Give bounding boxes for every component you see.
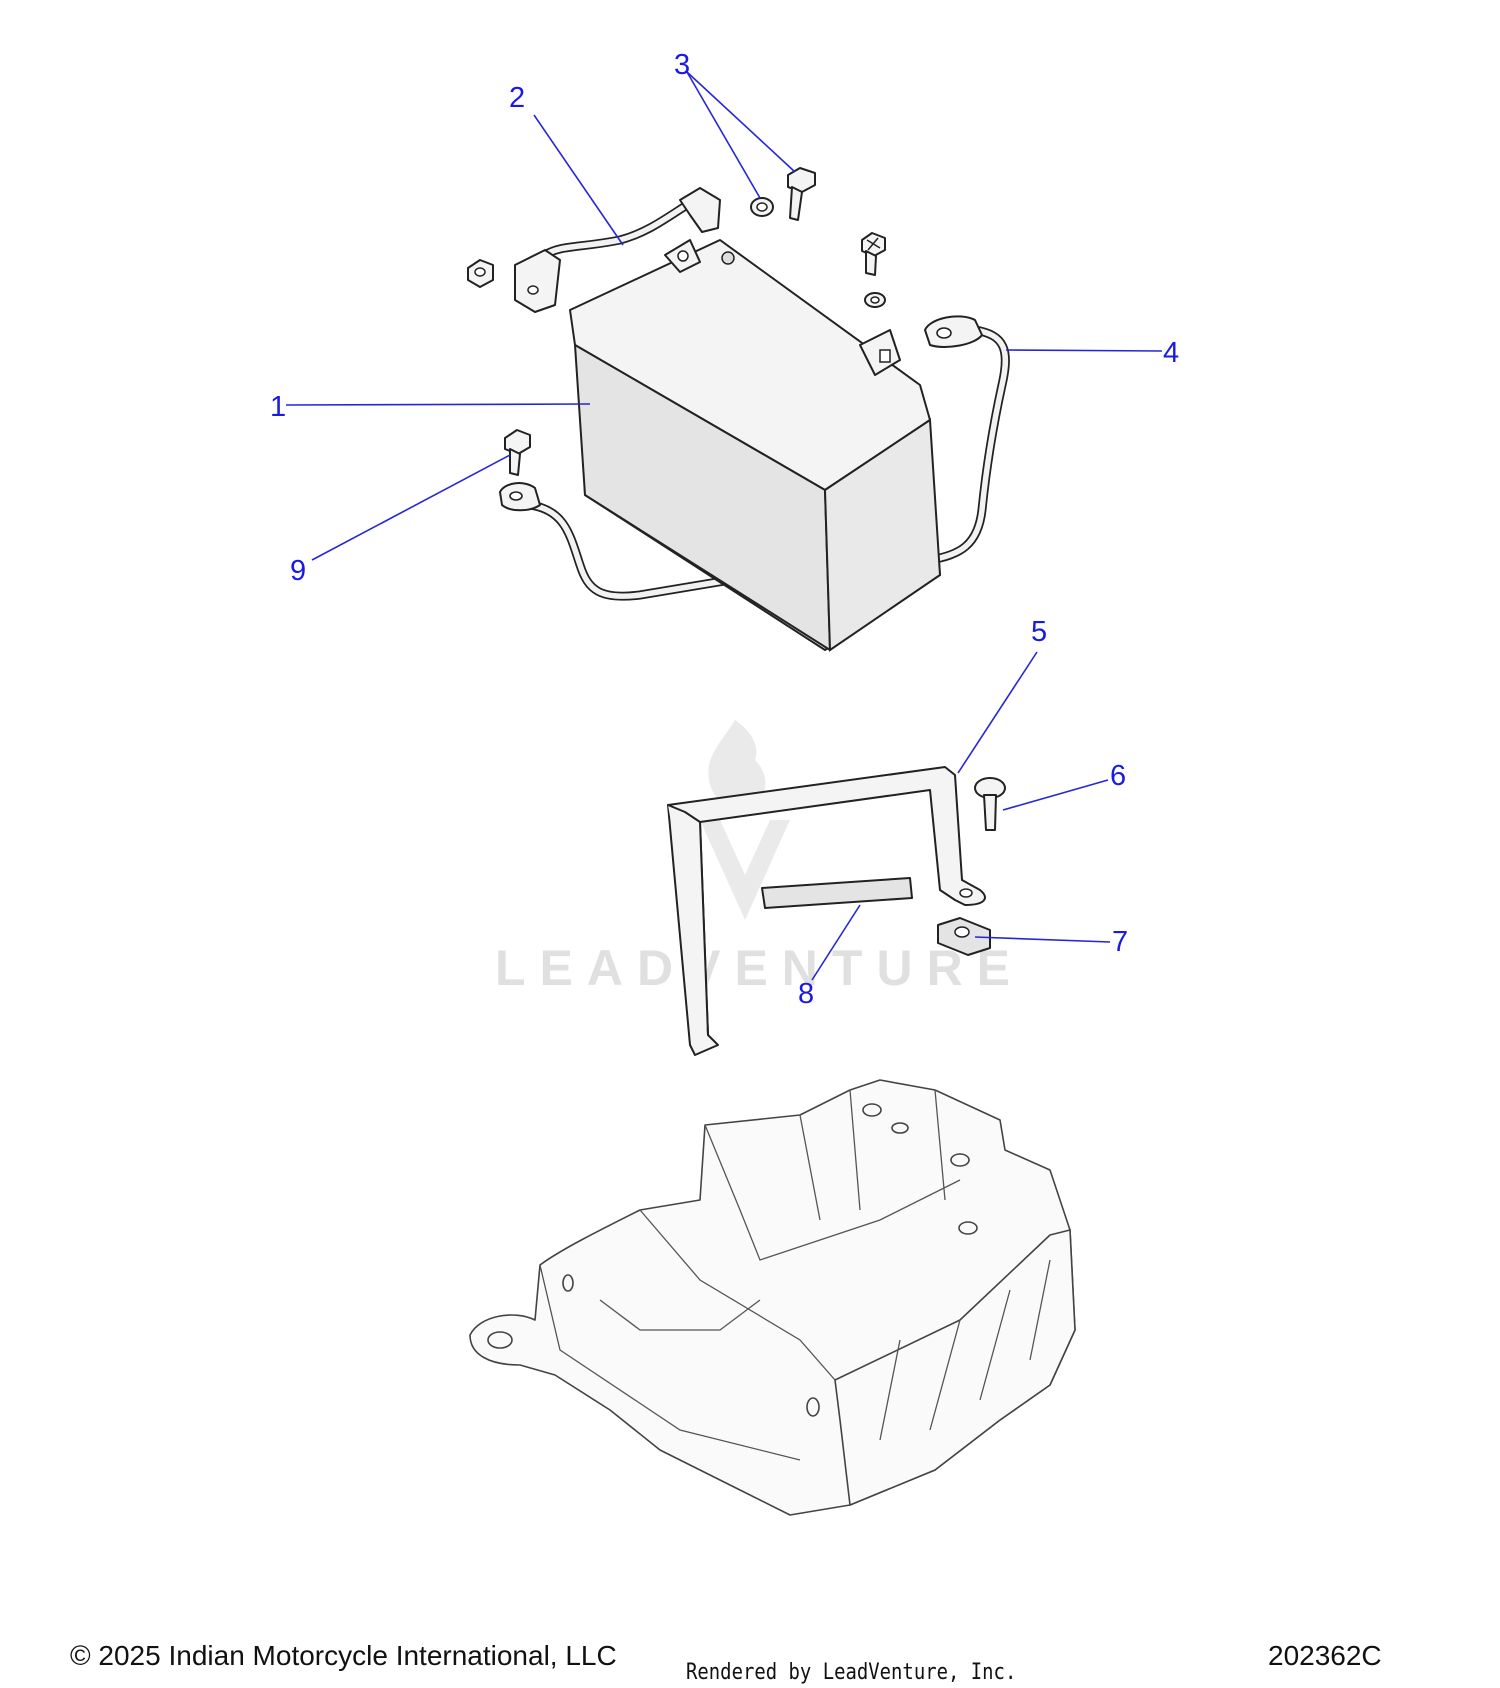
callout-6[interactable]: 6: [1110, 760, 1126, 792]
rendered-by-credit: Rendered by LeadVenture, Inc.: [686, 1660, 1017, 1685]
callout-2[interactable]: 2: [509, 82, 525, 114]
part-1-battery[interactable]: [569, 239, 942, 652]
callout-9[interactable]: 9: [290, 555, 306, 587]
part-3-bolt-and-washer[interactable]: [750, 167, 816, 221]
part-8-pad[interactable]: [761, 877, 913, 909]
callout-3[interactable]: 3: [674, 49, 690, 81]
part-9-negative-cable[interactable]: [499, 482, 735, 601]
diagram-id: 202362C: [1268, 1640, 1382, 1671]
callout-numbers: 1 2 3 4 5 6 7 8 9: [270, 49, 1179, 1010]
leadventure-watermark: LEADVENTURE: [495, 720, 1024, 996]
terminal-bolt-and-washer[interactable]: [861, 232, 886, 308]
watermark-text: LEADVENTURE: [495, 940, 1024, 996]
battery-tray: [469, 1079, 1076, 1516]
part-6-screw[interactable]: [974, 777, 1006, 831]
copyright-notice: © 2025 Indian Motorcycle International, …: [70, 1640, 617, 1671]
part-5-battery-strap[interactable]: [667, 766, 986, 1056]
callout-leaders: [285, 71, 1163, 981]
callout-1[interactable]: 1: [270, 391, 286, 423]
part-7-clip-nut[interactable]: [937, 917, 991, 956]
part-9-bolt[interactable]: [504, 429, 531, 476]
part-4-positive-cable[interactable]: [924, 315, 1010, 565]
callout-4[interactable]: 4: [1163, 337, 1179, 369]
callout-7[interactable]: 7: [1112, 926, 1128, 958]
callout-5[interactable]: 5: [1031, 616, 1047, 648]
callout-8[interactable]: 8: [798, 978, 814, 1010]
